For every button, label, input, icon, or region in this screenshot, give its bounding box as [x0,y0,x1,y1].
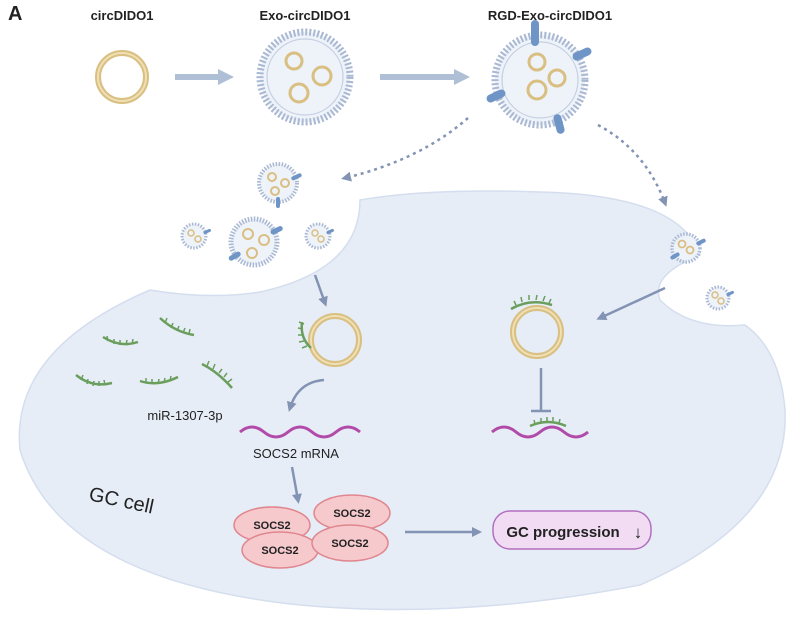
panel-label: A [8,3,22,25]
mirna-label: miR-1307-3p [147,408,222,423]
mrna-label: SOCS2 mRNA [253,446,339,461]
gc-progression-box [492,510,652,550]
socs2-protein-cluster [233,494,391,569]
mirna-on-mrna-right [529,417,567,428]
socs2-protein-label-3: SOCS2 [261,545,298,557]
socs2-protein-label-1: SOCS2 [253,520,290,532]
small-rgd-exosome-1 [257,162,302,208]
small-rgd-exosome-4 [304,222,334,250]
gc-cell-membrane [18,190,786,611]
arrow-to-protein [290,466,302,504]
arrow-release-right [596,286,666,321]
socs2-mrna-strand [239,425,361,439]
socs2-mrna-strand-right [491,425,589,439]
small-rgd-exosome-3 [180,222,211,250]
exo-circdido1-label: Exo-circDIDO1 [259,8,350,23]
mirna-cluster [75,317,233,389]
socs2-protein-label-4: SOCS2 [331,538,368,550]
dotted-arrow-to-left-pocket [341,117,469,182]
circdido1-sponge-left [297,313,362,367]
socs2-protein-label-2: SOCS2 [333,508,370,520]
small-rgd-exosome-2 [228,216,283,268]
circdido1-ring [95,50,149,104]
arrow-to-mrna [286,378,325,412]
dotted-arrow-to-right-pocket [597,123,668,207]
rgd-exo-circdido1-label: RGD-Exo-circDIDO1 [488,8,612,23]
small-rgd-exosome-6 [705,285,734,311]
arrow-release-left [313,274,328,307]
rgd-exosome-vesicle [486,20,592,134]
inhibition-bar [531,368,551,413]
circdido1-label: circDIDO1 [91,8,154,23]
circdido1-sponge-right [510,294,564,359]
gc-progression-label: GC progression [506,524,619,541]
decrease-arrow: ↓ [634,523,643,542]
exosome-vesicle [256,28,354,126]
small-rgd-exosome-5 [670,232,706,264]
